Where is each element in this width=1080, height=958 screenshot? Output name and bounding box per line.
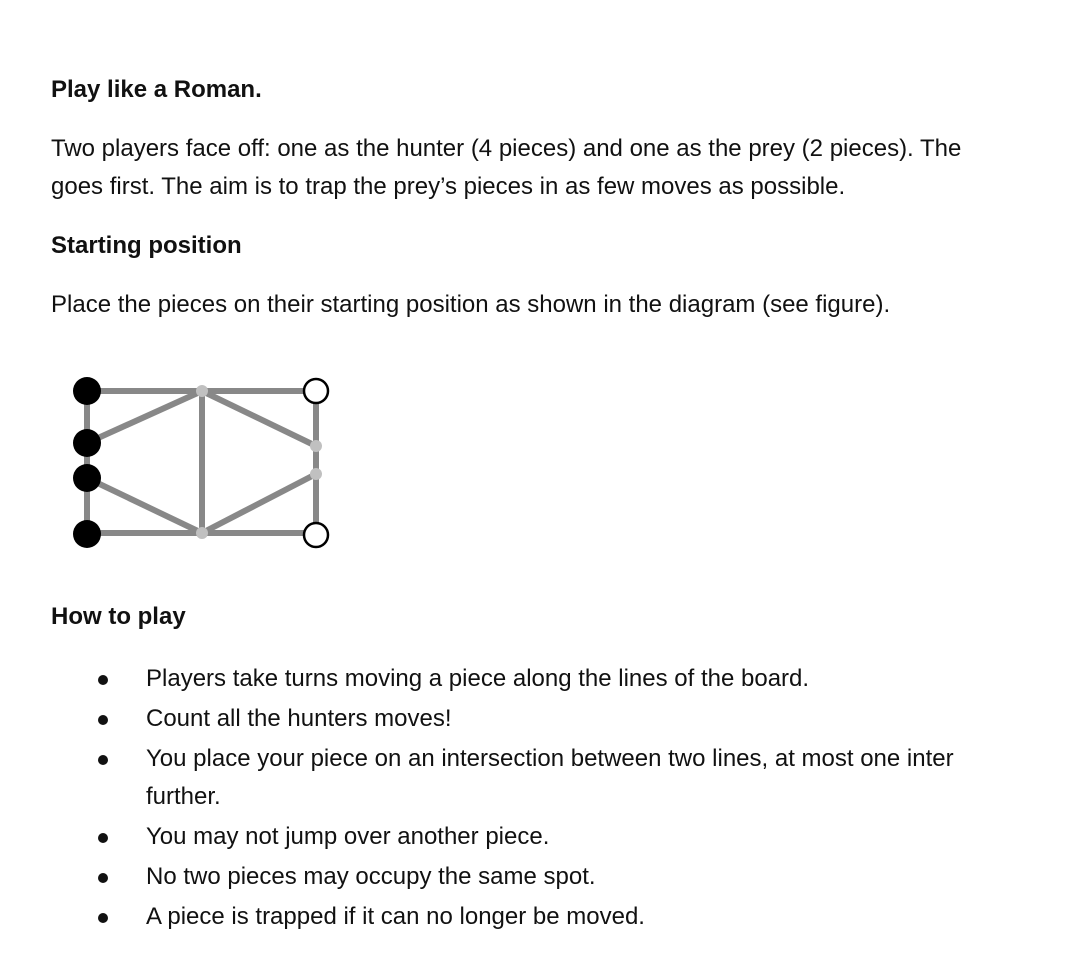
bullet-icon — [98, 873, 108, 883]
list-item: Count all the hunters moves! — [146, 705, 452, 732]
list-item: Players take turns moving a piece along … — [146, 665, 810, 692]
list-item: You may not jump over another piece. — [146, 823, 550, 850]
hunter-piece — [73, 464, 101, 492]
starting-heading: Starting position — [51, 232, 242, 259]
bullet-icon — [98, 913, 108, 923]
bullet-icon — [98, 833, 108, 843]
node — [310, 468, 322, 480]
hunter-piece — [73, 520, 101, 548]
hunter-pieces — [73, 377, 101, 548]
hunter-piece — [73, 429, 101, 457]
board-diagram — [73, 377, 330, 549]
bullet-icon — [98, 755, 108, 765]
prey-piece — [302, 521, 330, 549]
node — [310, 440, 322, 452]
list-item: You place your piece on an intersection … — [146, 745, 954, 772]
prey-piece — [302, 377, 330, 405]
bullet-icon — [98, 675, 108, 685]
hunter-piece — [73, 377, 101, 405]
list-item: A piece is trapped if it can no longer b… — [146, 903, 645, 930]
list-item-continued: further. — [146, 783, 221, 810]
bullet-icon — [98, 715, 108, 725]
page-title: Play like a Roman. — [51, 76, 262, 103]
intro-line-2: goes first. The aim is to trap the prey’… — [51, 173, 846, 200]
board-lines — [84, 388, 319, 536]
list-item: No two pieces may occupy the same spot. — [146, 863, 596, 890]
prey-pieces — [302, 377, 330, 549]
node — [196, 527, 208, 539]
howto-heading: How to play — [51, 603, 186, 630]
board-nodes — [196, 385, 322, 539]
node — [196, 385, 208, 397]
starting-text: Place the pieces on their starting posit… — [51, 291, 891, 318]
intro-line-1: Two players face off: one as the hunter … — [51, 135, 962, 162]
